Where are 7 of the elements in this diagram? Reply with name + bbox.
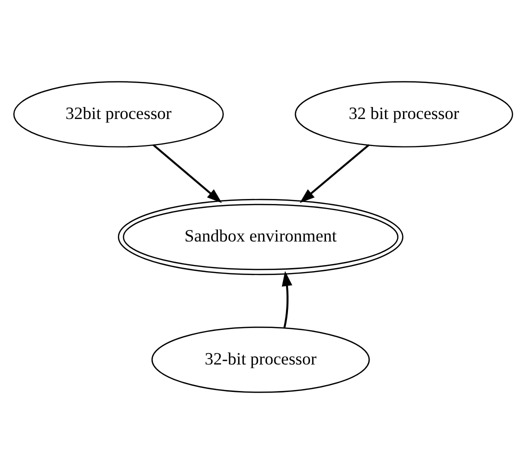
node-ellipse: 32-bit processor <box>151 326 370 393</box>
arrow <box>152 144 222 204</box>
arrow <box>300 144 370 204</box>
node-ellipse: 32 bit processor <box>294 81 514 148</box>
arrow <box>282 271 292 328</box>
node-ellipse: 32bit processor <box>13 81 224 148</box>
node-ellipse: Sandbox environment <box>118 198 404 276</box>
